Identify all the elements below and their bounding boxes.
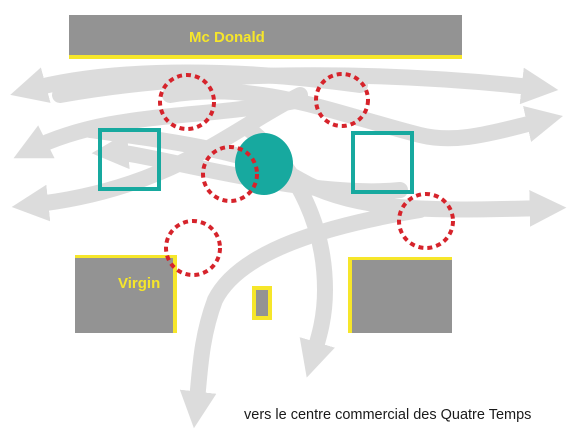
building-mcdonald: Mc Donald (69, 15, 462, 59)
conflict-zone (164, 219, 222, 277)
flow-arrows (10, 64, 567, 429)
teal-circle (235, 133, 293, 195)
conflict-zone (158, 73, 216, 131)
conflict-zone (397, 192, 455, 250)
teal-square-left (98, 128, 161, 191)
building-virgin: Virgin (75, 255, 177, 333)
kiosk (252, 286, 272, 320)
building-mcdonald-label: Mc Donald (189, 29, 265, 46)
flow-arrow (162, 83, 563, 147)
conflict-zone (201, 145, 259, 203)
caption-destination: vers le centre commercial des Quatre Tem… (244, 407, 531, 423)
flow-arrow (11, 87, 308, 222)
building-right (348, 257, 452, 333)
flow-arrow (13, 92, 308, 159)
conflict-zones (158, 72, 455, 277)
teal-square-right (351, 131, 414, 194)
conflict-zone (314, 72, 370, 128)
flow-arrow (179, 202, 428, 429)
building-virgin-label: Virgin (118, 275, 160, 292)
flow-arrow (52, 67, 559, 105)
